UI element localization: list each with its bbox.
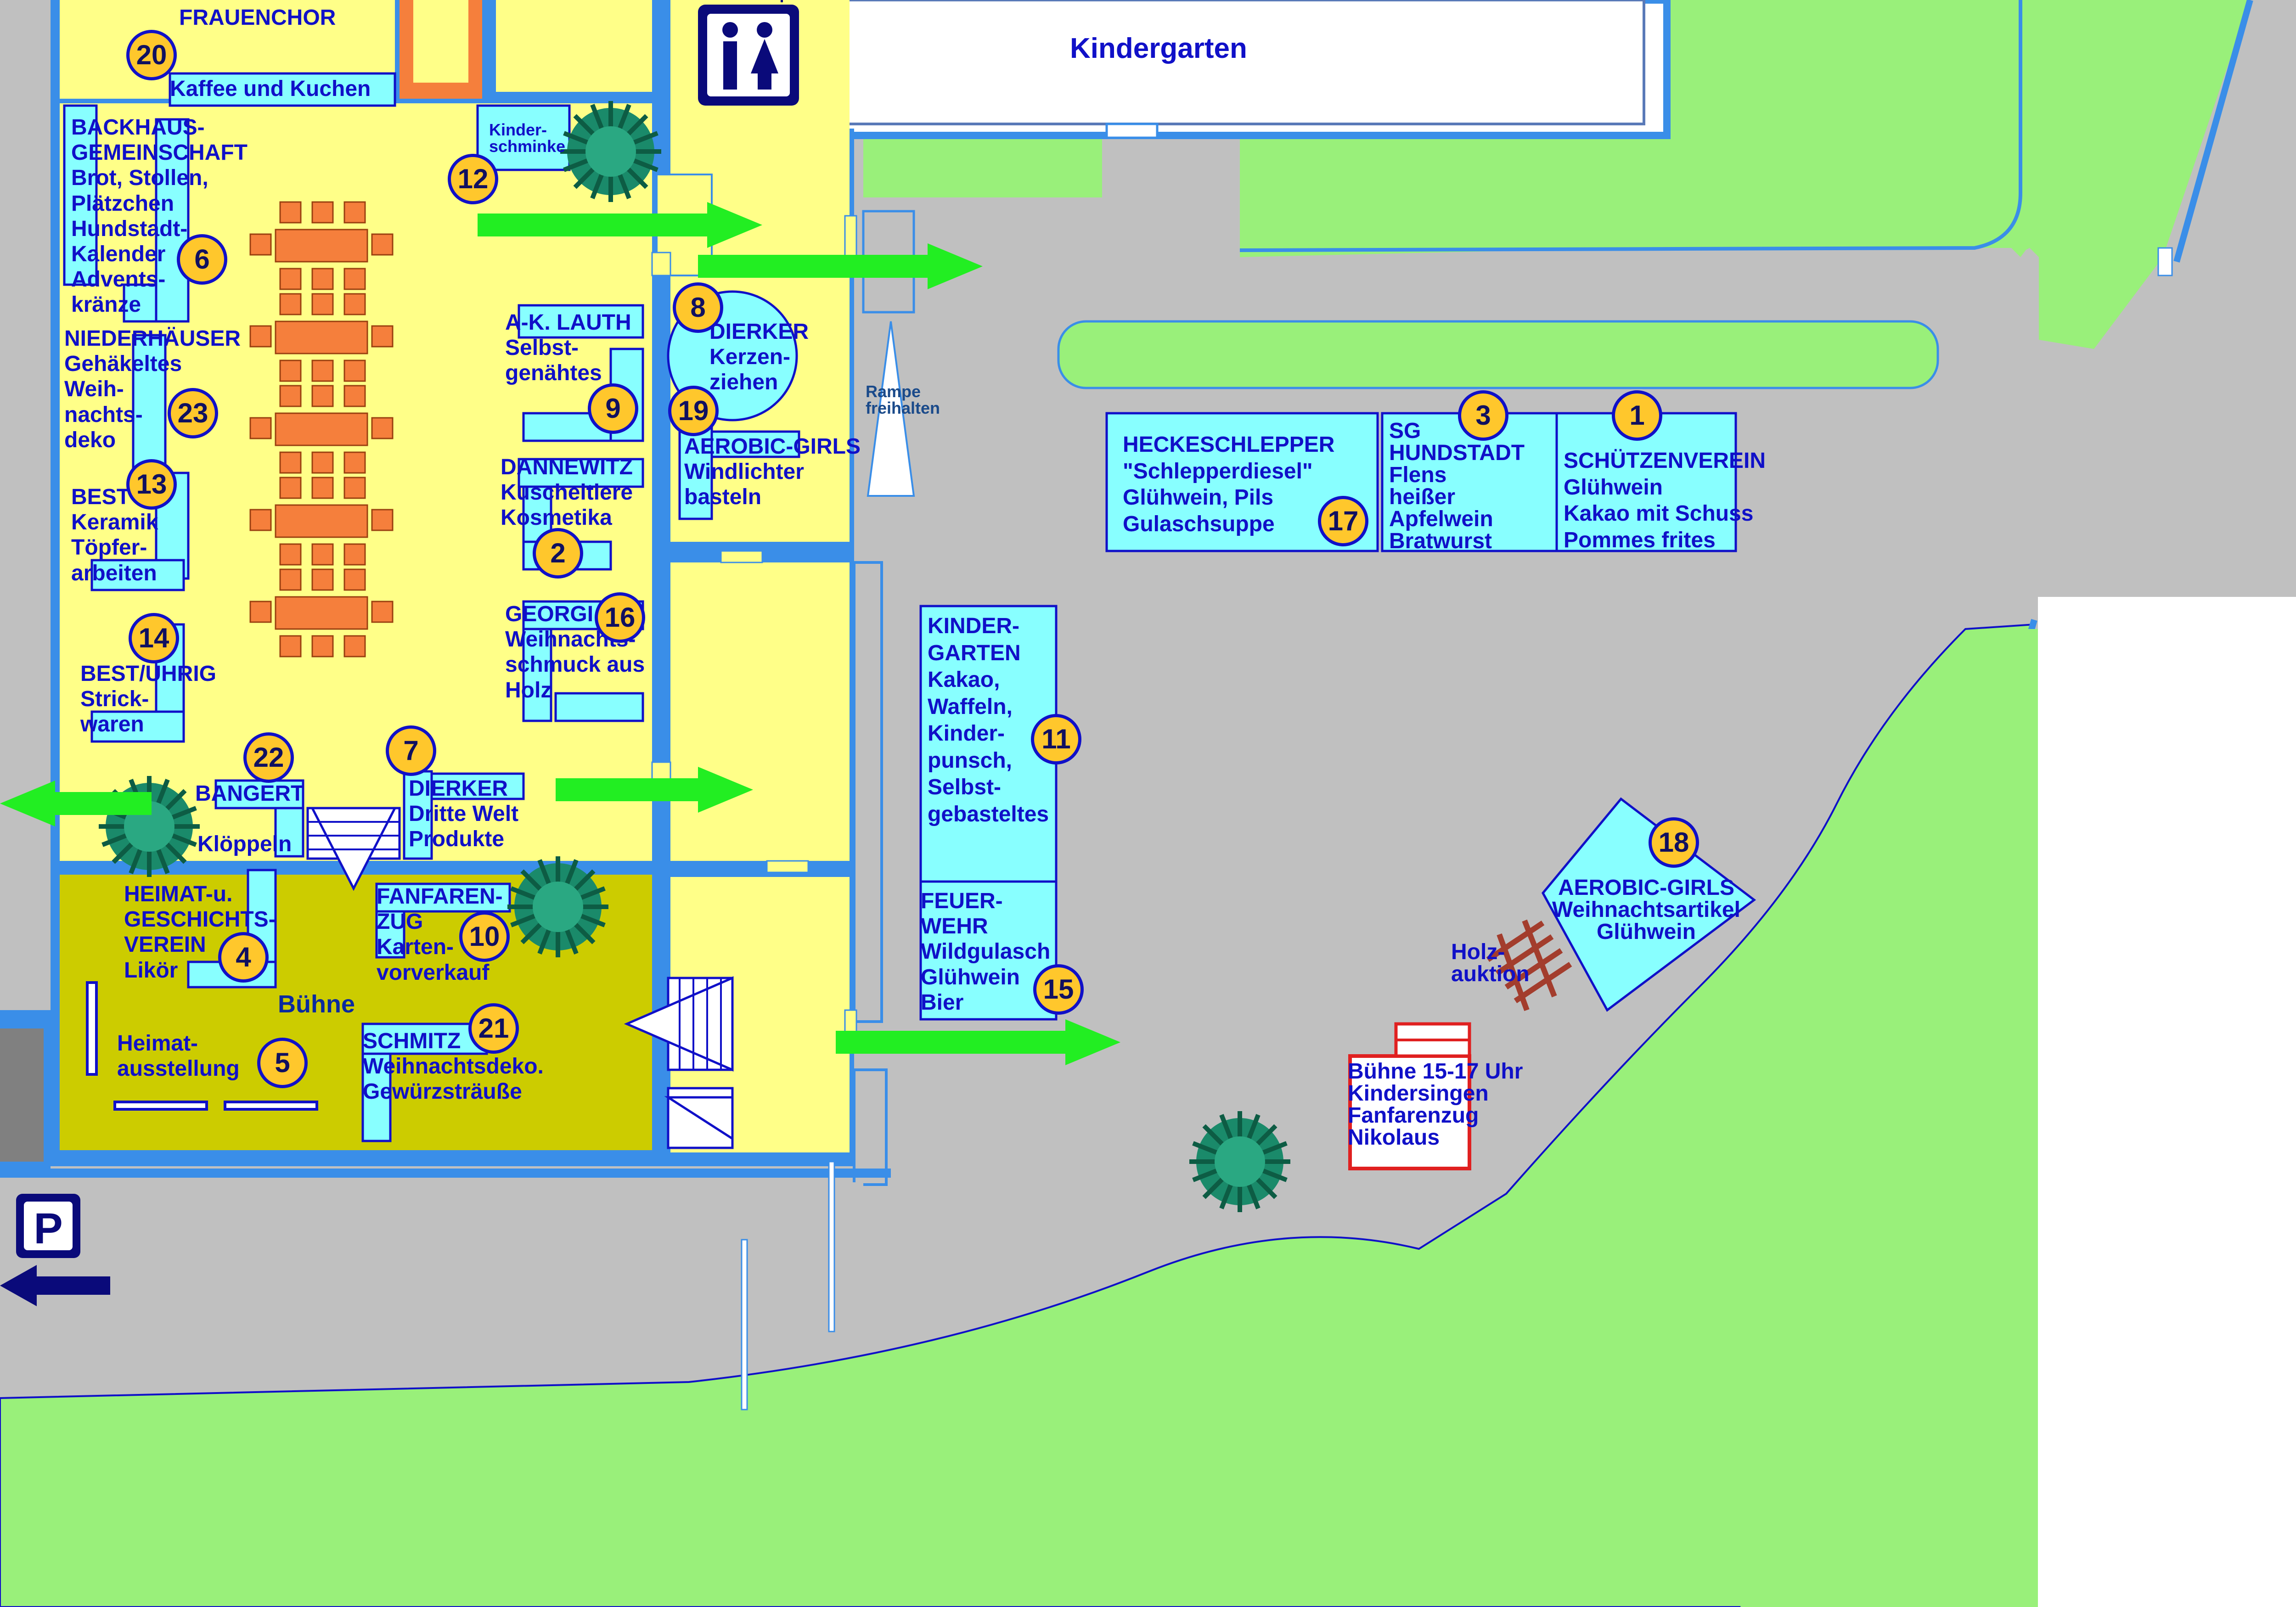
stall-12-label: Kinder-schminke xyxy=(489,120,566,156)
booths xyxy=(63,72,1737,1142)
ramp xyxy=(867,321,915,497)
tree-icon xyxy=(507,856,608,957)
stall-number-16: 16 xyxy=(595,592,645,643)
stall-number-19: 19 xyxy=(668,386,719,436)
stall-number-23: 23 xyxy=(168,388,218,438)
stall-number-4: 4 xyxy=(218,932,269,983)
stall-number-22: 22 xyxy=(243,732,294,783)
wood-pile xyxy=(1486,919,1572,1011)
stall-number-7: 7 xyxy=(386,725,436,776)
stall-20-sub: Kaffee und Kuchen xyxy=(170,77,371,101)
lawn-strip xyxy=(1057,320,1939,389)
tree-icon xyxy=(99,776,200,877)
arrow-left-icon xyxy=(0,781,152,826)
stall-number-20: 20 xyxy=(126,30,177,80)
stall-number-14: 14 xyxy=(129,613,179,663)
arrow-right-icon xyxy=(478,202,1120,1065)
svg-text:P: P xyxy=(34,1204,62,1253)
tables xyxy=(249,201,394,657)
stall-22-label: BANGERT xyxy=(195,781,304,806)
tree-icon xyxy=(1189,1111,1290,1212)
stall-number-8: 8 xyxy=(673,282,723,333)
stall-20-label: FRAUENCHOR xyxy=(179,6,336,30)
stall-22-sub: Klöppeln xyxy=(197,832,292,856)
stall-number-9: 9 xyxy=(588,383,638,434)
stall-number-3: 3 xyxy=(1458,390,1508,441)
stall-number-10: 10 xyxy=(459,911,510,962)
kindergarten-label: Kindergarten xyxy=(1070,33,1247,64)
arrow-left-icon xyxy=(0,1265,110,1306)
stall-5-label: Heimat-ausstellung xyxy=(117,1031,240,1081)
stall-number-6: 6 xyxy=(177,234,227,285)
stall-number-13: 13 xyxy=(126,459,177,510)
lawn-mid xyxy=(1240,138,2042,257)
lawn-bottom xyxy=(0,623,2035,1607)
stall-number-1: 1 xyxy=(1612,390,1662,441)
stall-number-12: 12 xyxy=(448,154,498,204)
stall-number-5: 5 xyxy=(257,1038,308,1088)
stall-number-21: 21 xyxy=(468,1003,519,1054)
stall-number-18: 18 xyxy=(1649,817,1699,868)
stage-inside-label: Bühne xyxy=(278,990,355,1018)
stall-number-11: 11 xyxy=(1031,714,1081,764)
stall-number-17: 17 xyxy=(1318,496,1368,546)
stall-17-label: HECKESCHLEPPER"Schlepperdiesel"Glühwein,… xyxy=(1123,433,1335,536)
stall-number-2: 2 xyxy=(533,528,583,579)
stall-number-15: 15 xyxy=(1033,964,1084,1015)
tree-icon xyxy=(560,101,661,202)
holzauktion-label: Holz-auktion xyxy=(1451,940,1530,986)
lawn-entrance xyxy=(863,138,1102,197)
